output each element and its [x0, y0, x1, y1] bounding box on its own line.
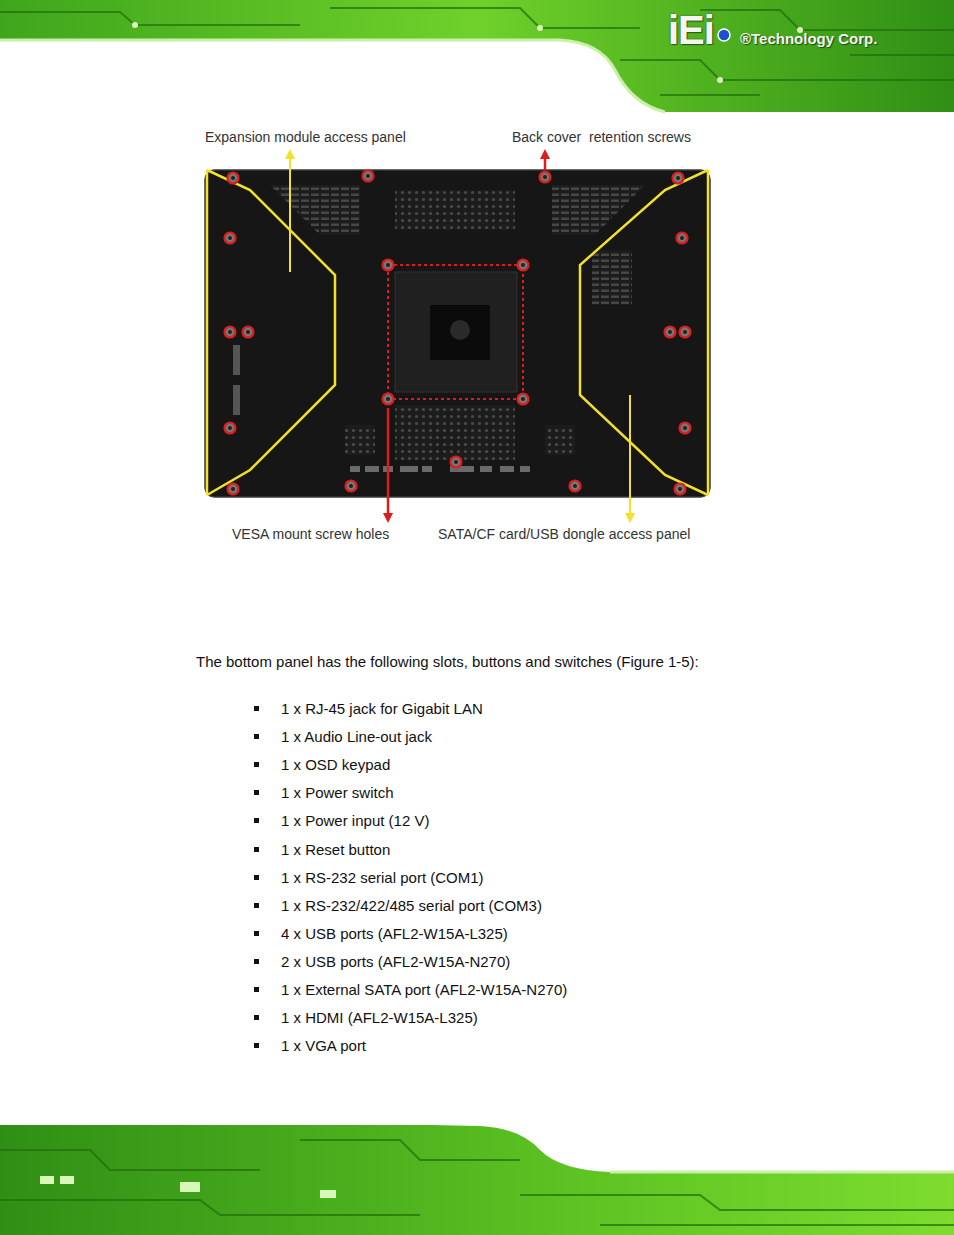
screw-head: [231, 487, 235, 491]
screw-head: [228, 330, 232, 334]
bullet-marker: [254, 847, 259, 852]
callout-label: Back cover retention screws: [512, 129, 691, 145]
bullet-marker: [254, 734, 259, 739]
screw: [680, 423, 691, 434]
screw: [228, 484, 239, 495]
bullet-marker: [254, 1015, 259, 1020]
screw: [570, 481, 581, 492]
list-item: 1 x External SATA port (AFL2-W15A-N270): [281, 981, 567, 998]
list-item: 1 x Reset button: [281, 841, 390, 858]
screw: [228, 173, 239, 184]
list-item: 1 x OSD keypad: [281, 756, 390, 773]
screws: [225, 171, 691, 495]
monitor-back-illustration: [205, 170, 710, 497]
bullet-marker: [254, 875, 259, 880]
screw: [225, 233, 236, 244]
screw: [677, 233, 688, 244]
screw: [346, 481, 357, 492]
leader-arrows: [285, 149, 635, 523]
list-item: 1 x Power switch: [281, 784, 394, 801]
bullet-marker: [254, 1043, 259, 1048]
list-item: 4 x USB ports (AFL2-W15A-L325): [281, 925, 508, 942]
screw-head: [678, 487, 682, 491]
screw: [225, 423, 236, 434]
bullet-marker: [254, 790, 259, 795]
list-item: 2 x USB ports (AFL2-W15A-N270): [281, 953, 510, 970]
screw: [540, 172, 551, 183]
screw: [673, 173, 684, 184]
list-item: 1 x HDMI (AFL2-W15A-L325): [281, 1009, 478, 1026]
screw-head: [676, 176, 680, 180]
screw: [383, 394, 394, 405]
screw-head: [683, 330, 687, 334]
logo-company: ®Technology Corp.: [740, 30, 877, 47]
screw-head: [543, 175, 547, 179]
bullet-marker: [254, 931, 259, 936]
screw-head: [683, 426, 687, 430]
screw: [518, 394, 529, 405]
screw-head: [349, 484, 353, 488]
screw-head: [668, 330, 672, 334]
screw: [383, 260, 394, 271]
header-band: [0, 0, 954, 112]
callout-label: VESA mount screw holes: [232, 526, 389, 542]
screw: [225, 327, 236, 338]
logo-text: iEi: [668, 8, 714, 53]
screw-head: [680, 236, 684, 240]
screw-head: [366, 174, 370, 178]
screw-head: [386, 397, 390, 401]
list-item: 1 x Audio Line-out jack: [281, 728, 432, 745]
screw: [680, 327, 691, 338]
bullet-marker: [254, 987, 259, 992]
screw-head: [228, 236, 232, 240]
list-item: 1 x RJ-45 jack for Gigabit LAN: [281, 700, 483, 717]
bullet-marker: [254, 818, 259, 823]
list-item: 1 x RS-232 serial port (COM1): [281, 869, 484, 886]
footer-band: [0, 1125, 954, 1235]
screw-head: [573, 484, 577, 488]
list-item: 1 x VGA port: [281, 1037, 366, 1054]
screw-head: [246, 330, 250, 334]
screw: [675, 484, 686, 495]
screw-head: [386, 263, 390, 267]
screw-head: [454, 460, 458, 464]
screw-head: [231, 176, 235, 180]
screw: [518, 260, 529, 271]
callout-label: Expansion module access panel: [205, 129, 406, 145]
list-item: 1 x Power input (12 V): [281, 812, 429, 829]
bullet-marker: [254, 762, 259, 767]
screw: [363, 171, 374, 182]
body-paragraph: The bottom panel has the following slots…: [196, 653, 699, 670]
screw-head: [521, 263, 525, 267]
bullet-marker: [254, 706, 259, 711]
screw-head: [521, 397, 525, 401]
screw: [451, 457, 462, 468]
screw: [665, 327, 676, 338]
bullet-marker: [254, 903, 259, 908]
screw-head: [228, 426, 232, 430]
list-item: 1 x RS-232/422/485 serial port (COM3): [281, 897, 542, 914]
screw: [243, 327, 254, 338]
bullet-marker: [254, 959, 259, 964]
callout-label: SATA/CF card/USB dongle access panel: [438, 526, 690, 542]
